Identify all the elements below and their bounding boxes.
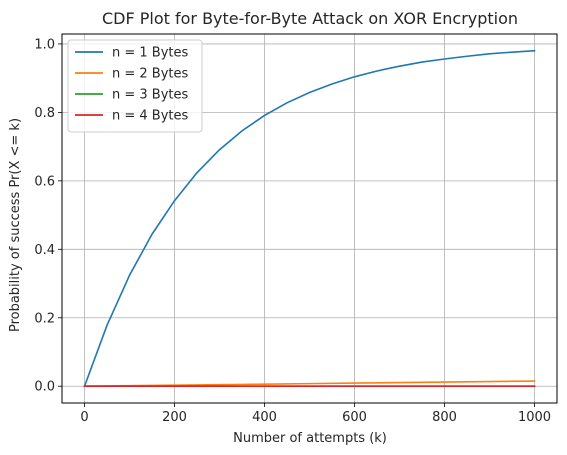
legend: n = 1 Bytes n = 2 Bytes n = 3 Bytes n = 4 B… bbox=[67, 39, 203, 133]
x-tick-label: 400 bbox=[252, 410, 277, 425]
x-tick-label: 0 bbox=[80, 410, 88, 425]
y-tick-label: 1.0 bbox=[34, 37, 55, 52]
x-tick-label: 600 bbox=[342, 410, 367, 425]
ticks: 0 200 400 600 800 1000 0.0 0.2 0.4 0.6 0.8 1.0 bbox=[34, 37, 551, 425]
legend-label: n = 2 Bytes bbox=[112, 67, 189, 82]
series-layer bbox=[83, 49, 536, 388]
series-line-2 bbox=[83, 380, 536, 388]
legend-box bbox=[67, 39, 203, 133]
legend-label: n = 4 Bytes bbox=[112, 109, 189, 124]
y-axis-label: Probability of success Pr(X <= k) bbox=[8, 118, 23, 332]
y-tick-label: 0.8 bbox=[34, 106, 55, 121]
series-line-1 bbox=[83, 49, 536, 388]
plot-frame bbox=[61, 33, 558, 404]
chart-title: CDF Plot for Byte-for-Byte Attack on XOR… bbox=[102, 9, 518, 28]
legend-label: n = 3 Bytes bbox=[112, 88, 189, 103]
legend-label: n = 1 Bytes bbox=[112, 46, 189, 61]
x-axis-label: Number of attempts (k) bbox=[233, 431, 387, 446]
x-tick-label: 200 bbox=[162, 410, 187, 425]
y-tick-label: 0.6 bbox=[34, 174, 55, 189]
x-tick-label: 800 bbox=[432, 410, 457, 425]
x-tick-label: 1000 bbox=[518, 410, 551, 425]
y-tick-label: 0.2 bbox=[34, 311, 55, 326]
y-tick-label: 0.4 bbox=[34, 243, 55, 258]
y-tick-label: 0.0 bbox=[34, 380, 55, 395]
